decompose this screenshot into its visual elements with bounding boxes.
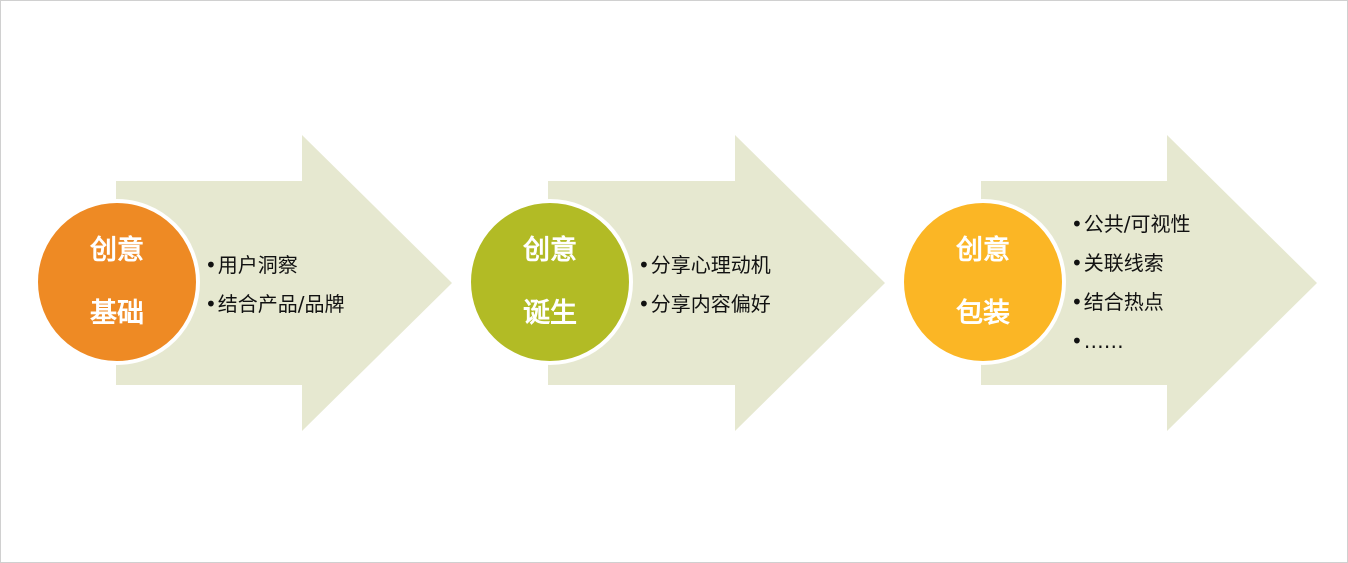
stage-2-bullet-item: 分享内容偏好 [638,285,771,324]
stage-2-title-line1: 创意 [523,235,577,266]
stage-1-title-line1: 创意 [90,235,144,266]
stage-3-title-line2: 包装 [956,298,1010,329]
stage-1-bullet-item: 结合产品/品牌 [205,285,345,324]
stage-circle-3: 创意 包装 [900,199,1066,365]
stage-1-bullet-item: 用户洞察 [205,246,345,285]
stage-1-bullet-list: 用户洞察 结合产品/品牌 [205,246,345,324]
stage-2-bullet-list: 分享心理动机 分享内容偏好 [638,246,771,324]
stage-3-bullet-item: 公共/可视性 [1071,205,1191,244]
stage-3-bullet-item: …… [1071,322,1191,361]
stage-circle-2: 创意 诞生 [467,199,633,365]
stage-3-bullet-list: 公共/可视性 关联线索 结合热点 …… [1071,205,1191,361]
stage-circle-1: 创意 基础 [34,199,200,365]
stage-2-bullet-item: 分享心理动机 [638,246,771,285]
stage-2-title-line2: 诞生 [523,298,577,329]
stage-3-bullet-item: 关联线索 [1071,244,1191,283]
stage-3-title-line1: 创意 [956,235,1010,266]
stage-1-title-line2: 基础 [90,298,144,329]
stage-3-bullet-item: 结合热点 [1071,283,1191,322]
